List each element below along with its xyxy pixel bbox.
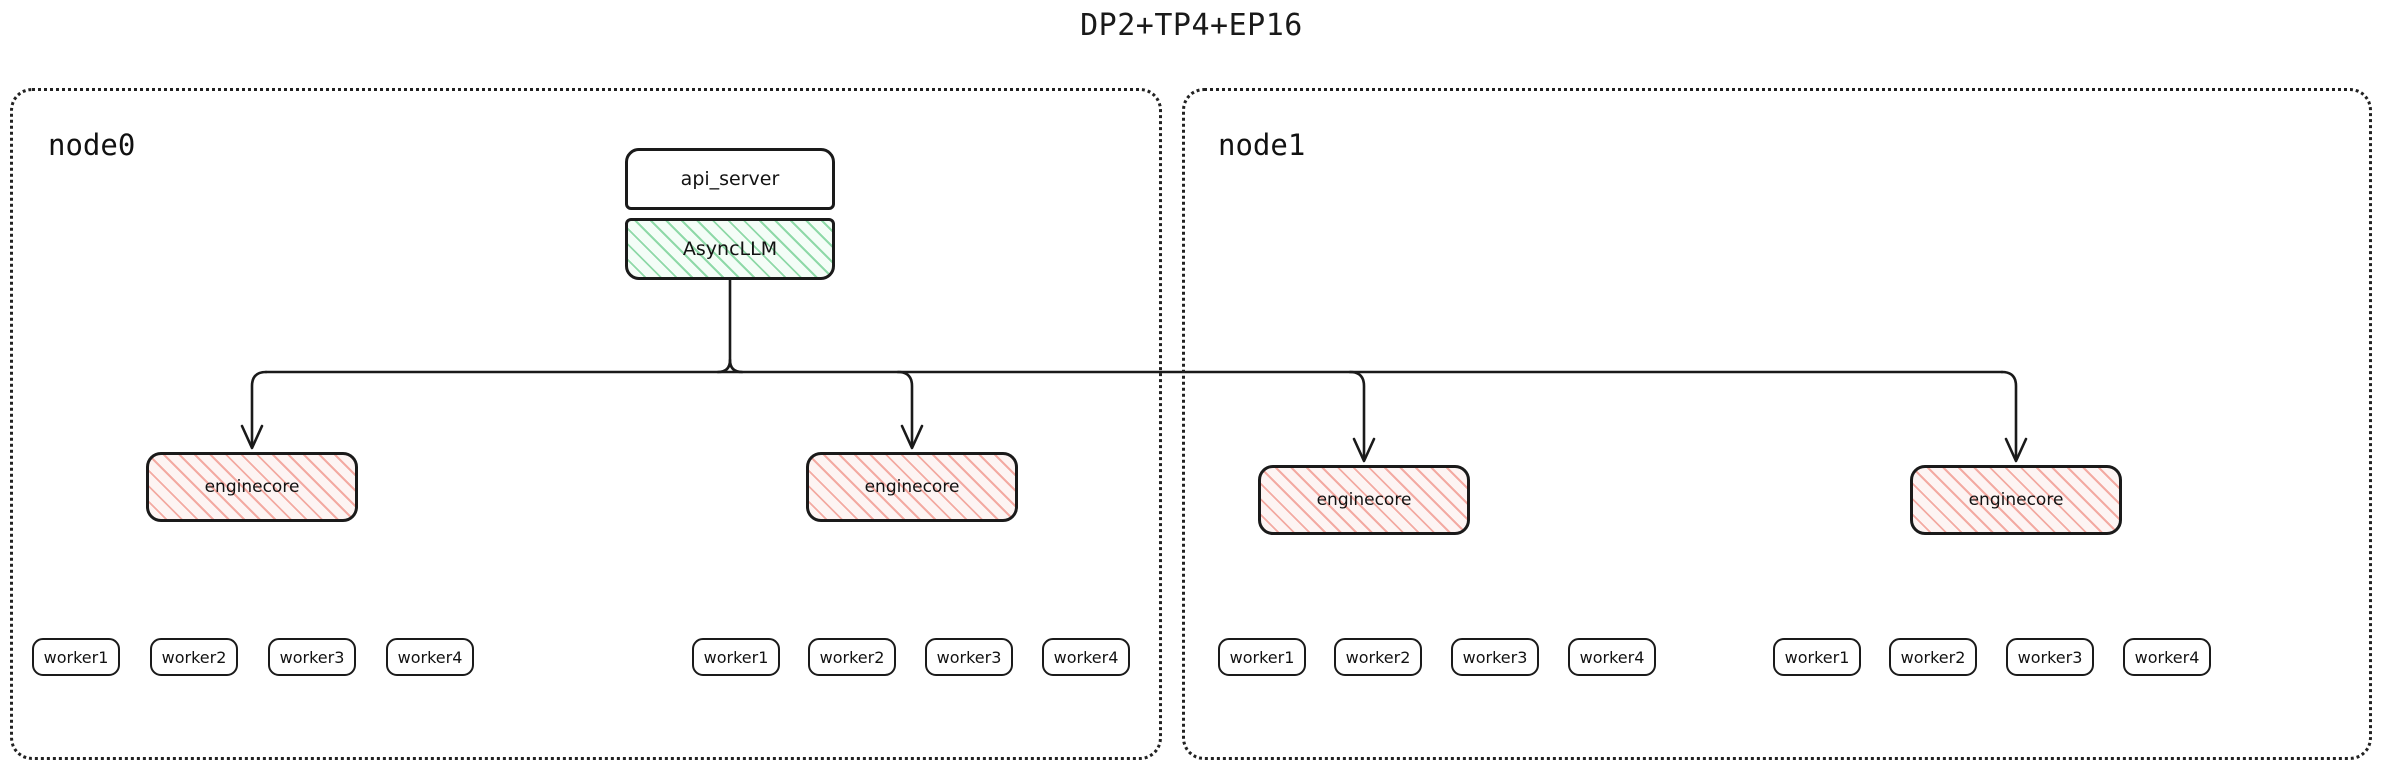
worker-box[interactable]: worker3 bbox=[1451, 638, 1539, 676]
worker-box[interactable]: worker3 bbox=[2006, 638, 2094, 676]
worker-box[interactable]: worker2 bbox=[808, 638, 896, 676]
node-container-node0 bbox=[10, 88, 1162, 760]
node-container-node1 bbox=[1182, 88, 2372, 760]
worker-box-label: worker1 bbox=[703, 647, 769, 667]
worker-box-label: worker4 bbox=[1579, 647, 1645, 667]
worker-box-label: worker3 bbox=[2017, 647, 2083, 667]
enginecore-box-label: enginecore bbox=[1316, 490, 1412, 510]
async-llm-box-label: AsyncLLM bbox=[682, 238, 778, 260]
api-server-box-label: api_server bbox=[680, 168, 780, 190]
enginecore-box-label: enginecore bbox=[1968, 490, 2064, 510]
worker-box[interactable]: worker4 bbox=[2123, 638, 2211, 676]
worker-box[interactable]: worker1 bbox=[32, 638, 120, 676]
enginecore-box-label: enginecore bbox=[204, 477, 300, 497]
enginecore-box[interactable]: enginecore bbox=[1910, 465, 2122, 535]
worker-box-label: worker1 bbox=[1229, 647, 1295, 667]
worker-box-label: worker3 bbox=[936, 647, 1002, 667]
worker-box-label: worker1 bbox=[1784, 647, 1850, 667]
enginecore-box[interactable]: enginecore bbox=[1258, 465, 1470, 535]
page-title: DP2+TP4+EP16 bbox=[1080, 8, 1303, 43]
worker-box[interactable]: worker2 bbox=[1334, 638, 1422, 676]
worker-box[interactable]: worker4 bbox=[1042, 638, 1130, 676]
worker-box[interactable]: worker4 bbox=[386, 638, 474, 676]
node-label-node1: node1 bbox=[1218, 128, 1306, 162]
worker-box[interactable]: worker1 bbox=[1773, 638, 1861, 676]
worker-box[interactable]: worker2 bbox=[1889, 638, 1977, 676]
enginecore-box[interactable]: enginecore bbox=[806, 452, 1018, 522]
worker-box[interactable]: worker3 bbox=[268, 638, 356, 676]
worker-box-label: worker3 bbox=[279, 647, 345, 667]
worker-box-label: worker2 bbox=[1900, 647, 1966, 667]
worker-box-label: worker2 bbox=[161, 647, 227, 667]
worker-box-label: worker3 bbox=[1462, 647, 1528, 667]
worker-box-label: worker4 bbox=[2134, 647, 2200, 667]
worker-box[interactable]: worker2 bbox=[150, 638, 238, 676]
worker-box-label: worker2 bbox=[1345, 647, 1411, 667]
enginecore-box-label: enginecore bbox=[864, 477, 960, 497]
async-llm-box[interactable]: AsyncLLM bbox=[625, 218, 835, 280]
api-server-box[interactable]: api_server bbox=[625, 148, 835, 210]
worker-box-label: worker1 bbox=[43, 647, 109, 667]
worker-box[interactable]: worker3 bbox=[925, 638, 1013, 676]
worker-box[interactable]: worker1 bbox=[692, 638, 780, 676]
worker-box[interactable]: worker1 bbox=[1218, 638, 1306, 676]
worker-box-label: worker4 bbox=[1053, 647, 1119, 667]
worker-box-label: worker4 bbox=[397, 647, 463, 667]
node-label-node0: node0 bbox=[48, 128, 136, 162]
worker-box-label: worker2 bbox=[819, 647, 885, 667]
enginecore-box[interactable]: enginecore bbox=[146, 452, 358, 522]
worker-box[interactable]: worker4 bbox=[1568, 638, 1656, 676]
